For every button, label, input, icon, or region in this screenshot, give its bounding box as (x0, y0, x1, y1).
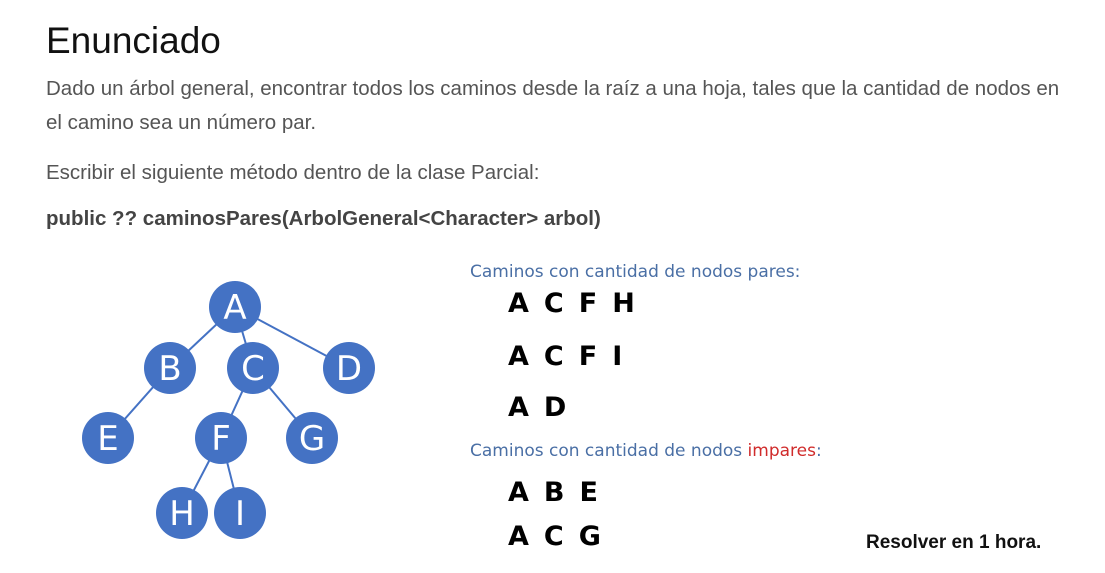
odd-paths-heading: Caminos con cantidad de nodos impares: (470, 441, 822, 461)
path-node: A (508, 288, 529, 319)
node-h: H (156, 487, 208, 539)
node-label: A (223, 288, 246, 328)
node-label: H (169, 494, 195, 534)
node-f: F (195, 412, 247, 464)
node-label: B (158, 349, 181, 389)
path-node: I (612, 341, 623, 372)
path-node: F (578, 341, 598, 372)
path-node: H (612, 288, 635, 319)
odd-heading-suffix: : (815, 441, 822, 461)
path-node: C (543, 288, 564, 319)
node-label: F (211, 419, 231, 459)
node-label: E (97, 419, 118, 459)
path-node: G (578, 521, 601, 552)
path-node: A (508, 341, 529, 372)
method-signature: public ?? caminosPares(ArbolGeneral<Char… (46, 207, 601, 230)
tree-diagram: A B C D E F G H I (82, 281, 375, 539)
node-label: D (336, 349, 362, 389)
node-b: B (144, 342, 196, 394)
node-d: D (323, 342, 375, 394)
node-c: C (227, 342, 279, 394)
path-node: F (578, 288, 598, 319)
odd-heading-highlight: impares (747, 441, 816, 461)
path-node: A (508, 392, 529, 423)
node-label: C (241, 349, 265, 389)
node-label: I (235, 494, 245, 534)
node-e: E (82, 412, 134, 464)
problem-statement: Dado un árbol general, encontrar todos l… (46, 77, 1060, 134)
even-paths-heading: Caminos con cantidad de nodos pares: (470, 262, 801, 282)
node-label: G (299, 419, 325, 459)
node-i: I (214, 487, 266, 539)
path-node: E (579, 477, 598, 508)
time-limit-note: Resolver en 1 hora. (866, 532, 1042, 553)
page-title: Enunciado (46, 20, 221, 61)
path-node: C (543, 341, 564, 372)
instruction-text: Escribir el siguiente método dentro de l… (46, 161, 540, 184)
tree-edges (107, 306, 350, 514)
path-node: D (543, 392, 567, 423)
path-node: C (543, 521, 564, 552)
path-node: B (543, 477, 565, 508)
node-g: G (286, 412, 338, 464)
node-a: A (209, 281, 261, 333)
odd-heading-prefix: Caminos con cantidad de nodos (470, 441, 748, 461)
path-node: A (508, 477, 529, 508)
path-node: A (508, 521, 529, 552)
